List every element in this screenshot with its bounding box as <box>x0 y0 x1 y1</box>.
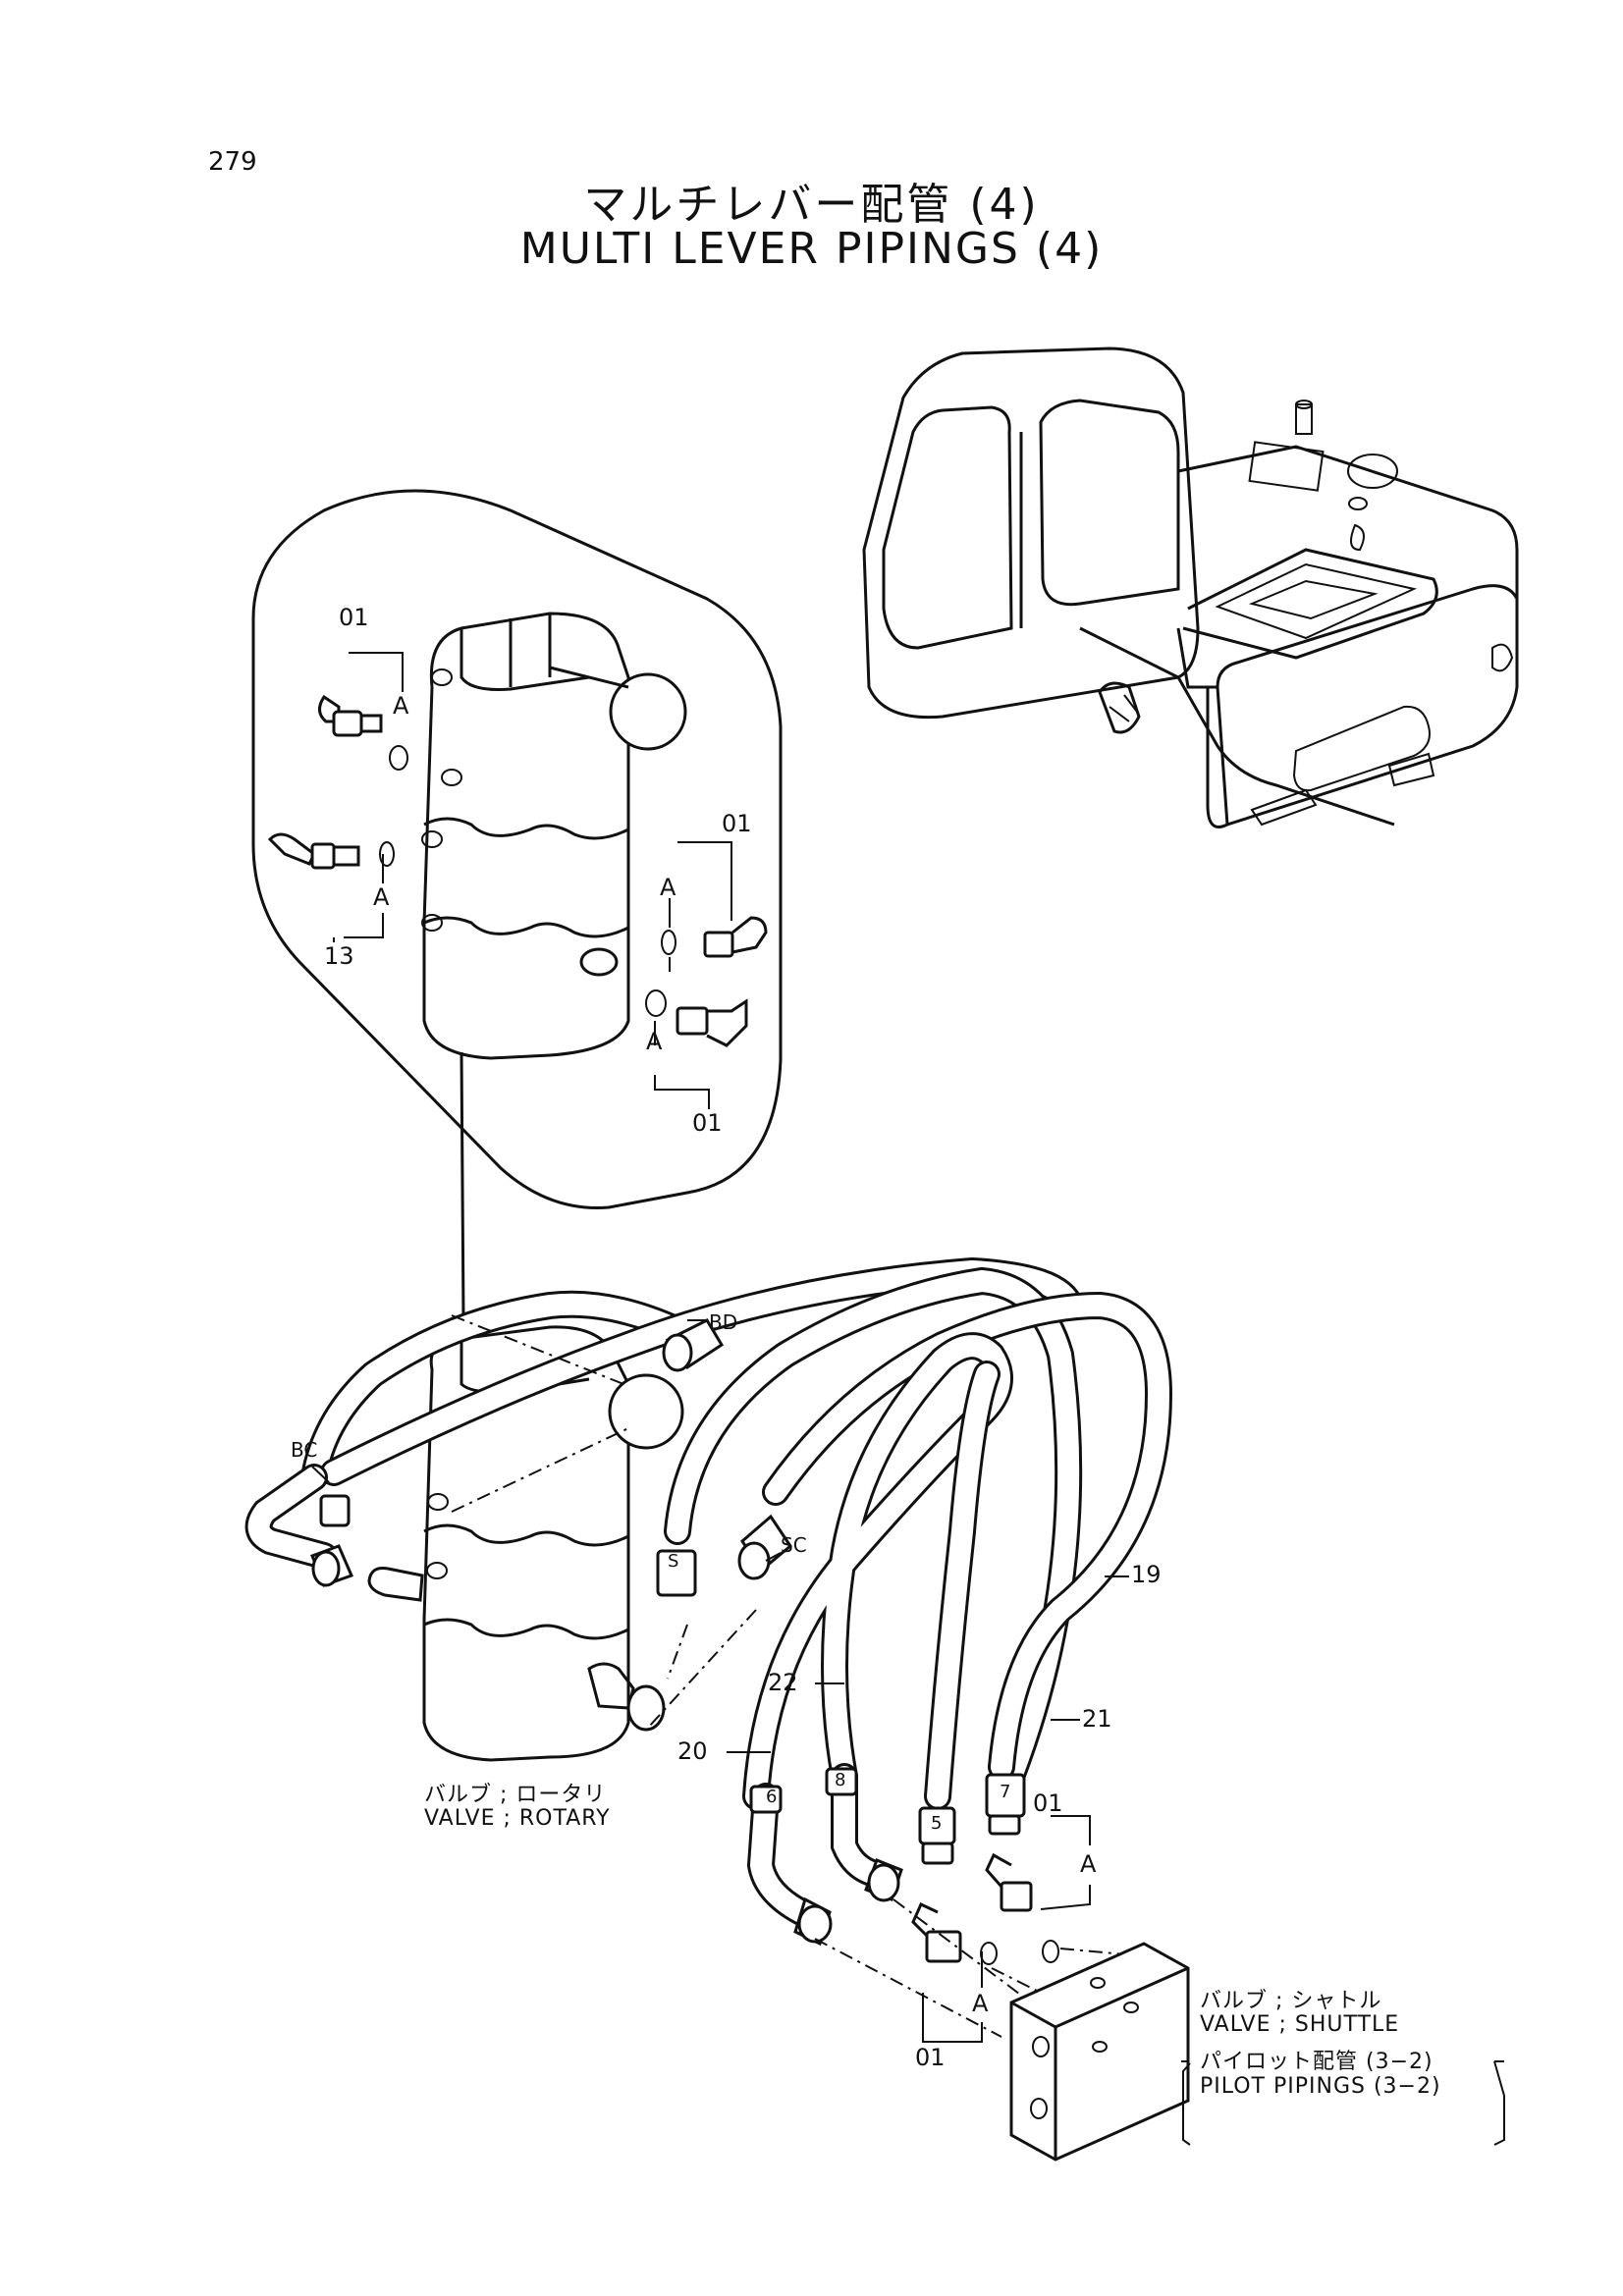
hose-marker-7: 7 <box>1000 1782 1011 1802</box>
callout-a-bottom: A <box>646 1028 663 1055</box>
port-label-sc: SC <box>781 1533 807 1557</box>
detail-frame <box>251 489 783 1209</box>
callout-a-right: A <box>660 874 676 901</box>
hose-marker-6: 6 <box>766 1787 778 1807</box>
page-title-english: MULTI LEVER PIPINGS (4) <box>519 224 1104 274</box>
callout-13: 13 <box>324 942 354 970</box>
hose-marker-5: 5 <box>931 1813 943 1834</box>
caption-pilot-pipings-en: PILOT PIPINGS (3−2) <box>1200 2074 1441 2099</box>
page-title-japanese: マルチレバー配管 (4) <box>583 180 1040 230</box>
caption-pilot-pipings-jp: パイロット配管 (3−2) <box>1200 2050 1434 2074</box>
port-label-bd: BD <box>709 1310 738 1334</box>
caption-shuttle-valve-jp: バルブ ; シャトル <box>1200 1989 1382 2013</box>
callout-01-top-left: 01 <box>339 604 369 631</box>
part-number-20: 20 <box>677 1737 708 1765</box>
port-label-bc: BC <box>291 1438 318 1462</box>
hose-marker-8: 8 <box>835 1770 846 1790</box>
leader-lines <box>311 1319 1505 2146</box>
callout-a-top-left: A <box>393 692 409 720</box>
callout-a-upper: A <box>1080 1850 1097 1878</box>
part-number-21: 21 <box>1082 1705 1112 1733</box>
part-number-01-upper: 01 <box>1033 1789 1063 1817</box>
port-label-s: S <box>668 1551 679 1572</box>
part-number-19: 19 <box>1131 1561 1162 1588</box>
rotary-valve-detail <box>421 612 687 1060</box>
callout-a-left: A <box>373 883 390 911</box>
callout-01-bottom: 01 <box>692 1109 723 1137</box>
page-number: 279 <box>208 147 257 177</box>
part-number-01-lower: 01 <box>915 2044 946 2071</box>
hoses <box>244 1256 1173 1928</box>
excavator-illustration <box>862 347 1519 828</box>
shuttle-valve-block <box>1009 1942 1190 2162</box>
hose-fittings <box>310 1318 1059 1965</box>
caption-shuttle-valve-en: VALVE ; SHUTTLE <box>1200 2012 1400 2037</box>
caption-rotary-valve-jp: バルブ ; ロータリ <box>424 1783 607 1807</box>
callout-01-right: 01 <box>722 810 752 837</box>
fittings-detail <box>267 652 768 1109</box>
caption-rotary-valve-en: VALVE ; ROTARY <box>424 1806 611 1831</box>
part-number-22: 22 <box>768 1669 798 1696</box>
callout-a-lower: A <box>972 1990 989 2017</box>
connection-lines <box>451 1314 1169 2038</box>
